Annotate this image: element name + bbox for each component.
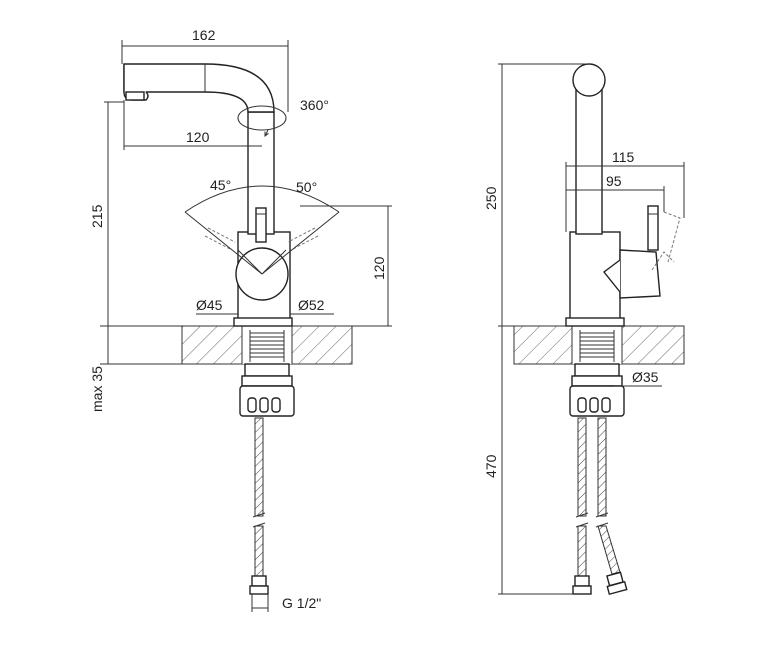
front-dimensions: [100, 40, 392, 612]
side-view: 250 115 95 Ø35 470: [483, 63, 685, 596]
dim-spout-reach: 120: [186, 129, 210, 145]
side-faucet-body: [565, 63, 681, 327]
dim-handle-reach-outer: 115: [612, 149, 635, 165]
front-threaded-shank: [249, 330, 285, 362]
dim-body-diameter: Ø45: [196, 297, 223, 313]
dim-base-diameter: Ø52: [298, 297, 325, 313]
dim-angle-right: 50°: [296, 179, 317, 195]
dim-width-total: 162: [192, 27, 216, 43]
dim-height-total: 215: [89, 204, 105, 228]
dim-handle-reach-inner: 95: [606, 173, 622, 189]
side-dimensions: [498, 63, 685, 595]
side-threaded-shank: [579, 330, 615, 362]
dim-rotation: 360°: [300, 97, 329, 113]
front-rotation-indicator: [237, 105, 287, 136]
dim-angle-left: 45°: [210, 177, 231, 193]
dim-spout-height: 250: [483, 186, 499, 210]
side-hoses: [572, 417, 628, 596]
front-mounting-nut: [239, 363, 295, 417]
dim-shank-diameter: Ø35: [632, 369, 659, 385]
dim-hose-length: 470: [483, 454, 499, 478]
front-angle-arc: [184, 185, 340, 275]
front-hoses: [249, 417, 269, 595]
dim-counter-thickness: max 35: [89, 366, 105, 412]
side-mounting-nut: [569, 363, 625, 417]
front-faucet-body: [123, 63, 319, 327]
front-view: 162 360° 120 45° 50° 215 120 Ø45 Ø52 max…: [89, 27, 392, 612]
dim-handle-height: 120: [371, 256, 387, 280]
side-countertop: [513, 325, 685, 365]
dim-thread: G 1/2": [282, 595, 321, 611]
front-countertop: [181, 325, 353, 365]
